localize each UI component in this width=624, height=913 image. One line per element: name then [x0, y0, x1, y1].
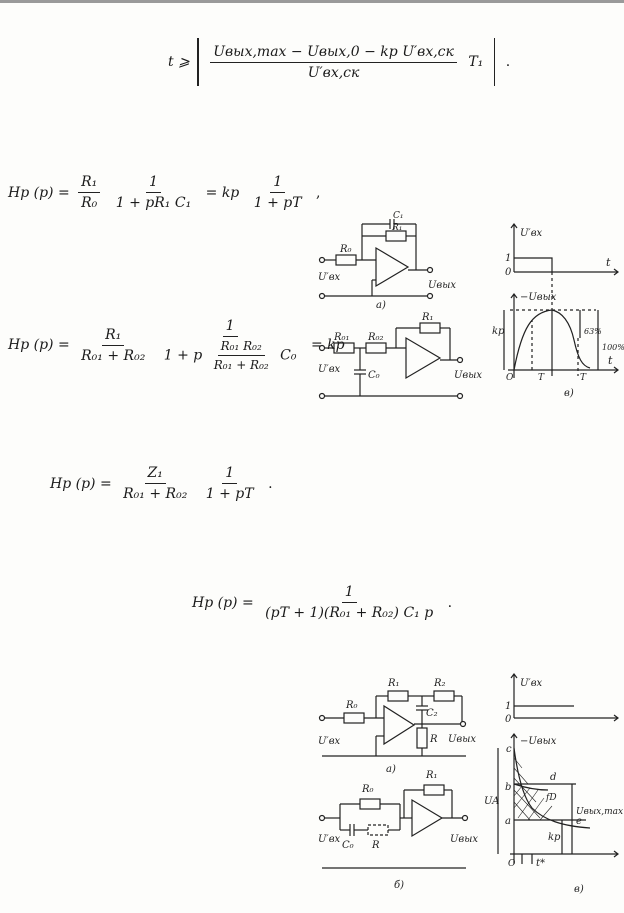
- graph-ylabel: U′вх: [520, 678, 543, 689]
- label-uin-b: U′вх: [318, 834, 341, 845]
- label-uout-b: Uвых: [450, 834, 478, 845]
- graph-zero: 0: [505, 714, 512, 725]
- graph-fd: fD: [545, 793, 557, 803]
- graph-b: b: [505, 782, 511, 793]
- label-r2: R₂: [433, 678, 446, 689]
- graph-neg-uout: −Uвых: [520, 736, 557, 747]
- label-r0b: R₀: [361, 784, 374, 795]
- label-c1: C₁: [393, 211, 404, 221]
- label-c2: C₂: [426, 708, 438, 719]
- graph-c: c: [506, 744, 512, 755]
- label-c0: C₀: [368, 370, 380, 381]
- label-a: a): [386, 764, 396, 775]
- label-r1: R₁: [387, 678, 400, 689]
- abs-bar-right: [493, 38, 496, 86]
- graph-kp: kр: [548, 832, 561, 843]
- graph-umax: Uвых,max: [576, 807, 623, 817]
- label-uout: Uвых: [428, 280, 456, 291]
- graph-kp: kр: [492, 326, 505, 337]
- graph-one: 1: [505, 701, 511, 712]
- label-uout: Uвых: [448, 734, 476, 745]
- label-c0: C₀: [342, 840, 354, 851]
- graph-neg-uout: −Uвых: [520, 292, 557, 303]
- label-r1b: R₁: [421, 312, 434, 323]
- equation-transfer-4: Hр (p) = 1(pT + 1)(R₀₁ + R₀₂) C₁ p .: [192, 584, 453, 621]
- graph-e: e: [576, 816, 582, 827]
- fraction: Uвых,max − Uвых,0 − kр U′вх,ск U′вх,ск: [210, 44, 457, 81]
- graph-a: a: [505, 816, 511, 827]
- graph-d: d: [550, 772, 556, 783]
- label-r1: R₁: [391, 223, 402, 233]
- graph-T1: T: [538, 373, 545, 383]
- label-r1b: R₁: [425, 770, 438, 781]
- graph-100: 100%: [602, 343, 624, 352]
- figure-2: R₁ R₂ R₀ C₂ R U′вх Uвых a) R₀ R₁ C₀ R U′…: [318, 673, 623, 895]
- graph-63: 63%: [584, 327, 602, 336]
- label-r: R: [429, 734, 438, 745]
- label-v: в): [574, 884, 584, 895]
- graph-one: 1: [505, 253, 511, 264]
- graph-t: t: [606, 256, 611, 269]
- graph-ua: UA: [484, 796, 499, 807]
- graph-tstar: t*: [536, 858, 545, 869]
- label-uout-b: Uвых: [454, 370, 482, 381]
- figure-1: C₁ R₁ R₀ U′вх Uвых a) R₀₁ R₀₂ R₁ C₀ U′вх…: [318, 211, 624, 400]
- label-b: б): [394, 880, 404, 891]
- label-rb: R: [371, 840, 380, 851]
- graph-zero: 0: [505, 267, 512, 278]
- graph-T2: T: [580, 373, 587, 383]
- abs-bar-left: [197, 38, 199, 86]
- top-rule: [0, 0, 624, 3]
- label-uin: U′вх: [318, 736, 341, 747]
- graph-top-ylabel: U′вх: [520, 228, 543, 239]
- label-r02: R₀₂: [367, 332, 384, 343]
- label-v: в): [564, 388, 574, 399]
- equation-time-condition: t ⩾ Uвых,max − Uвых,0 − kр U′вх,ск U′вх,…: [168, 38, 513, 86]
- graph-O: O: [506, 373, 514, 383]
- label-uin-b: U′вх: [318, 364, 341, 375]
- label-uin: U′вх: [318, 272, 341, 283]
- label-r01: R₀₁: [333, 332, 350, 343]
- graph-t2: t: [608, 354, 613, 367]
- graph-O: O: [508, 859, 516, 869]
- label-r0: R₀: [345, 700, 358, 711]
- label-a: a): [376, 300, 386, 311]
- label-r0: R₀: [339, 244, 352, 255]
